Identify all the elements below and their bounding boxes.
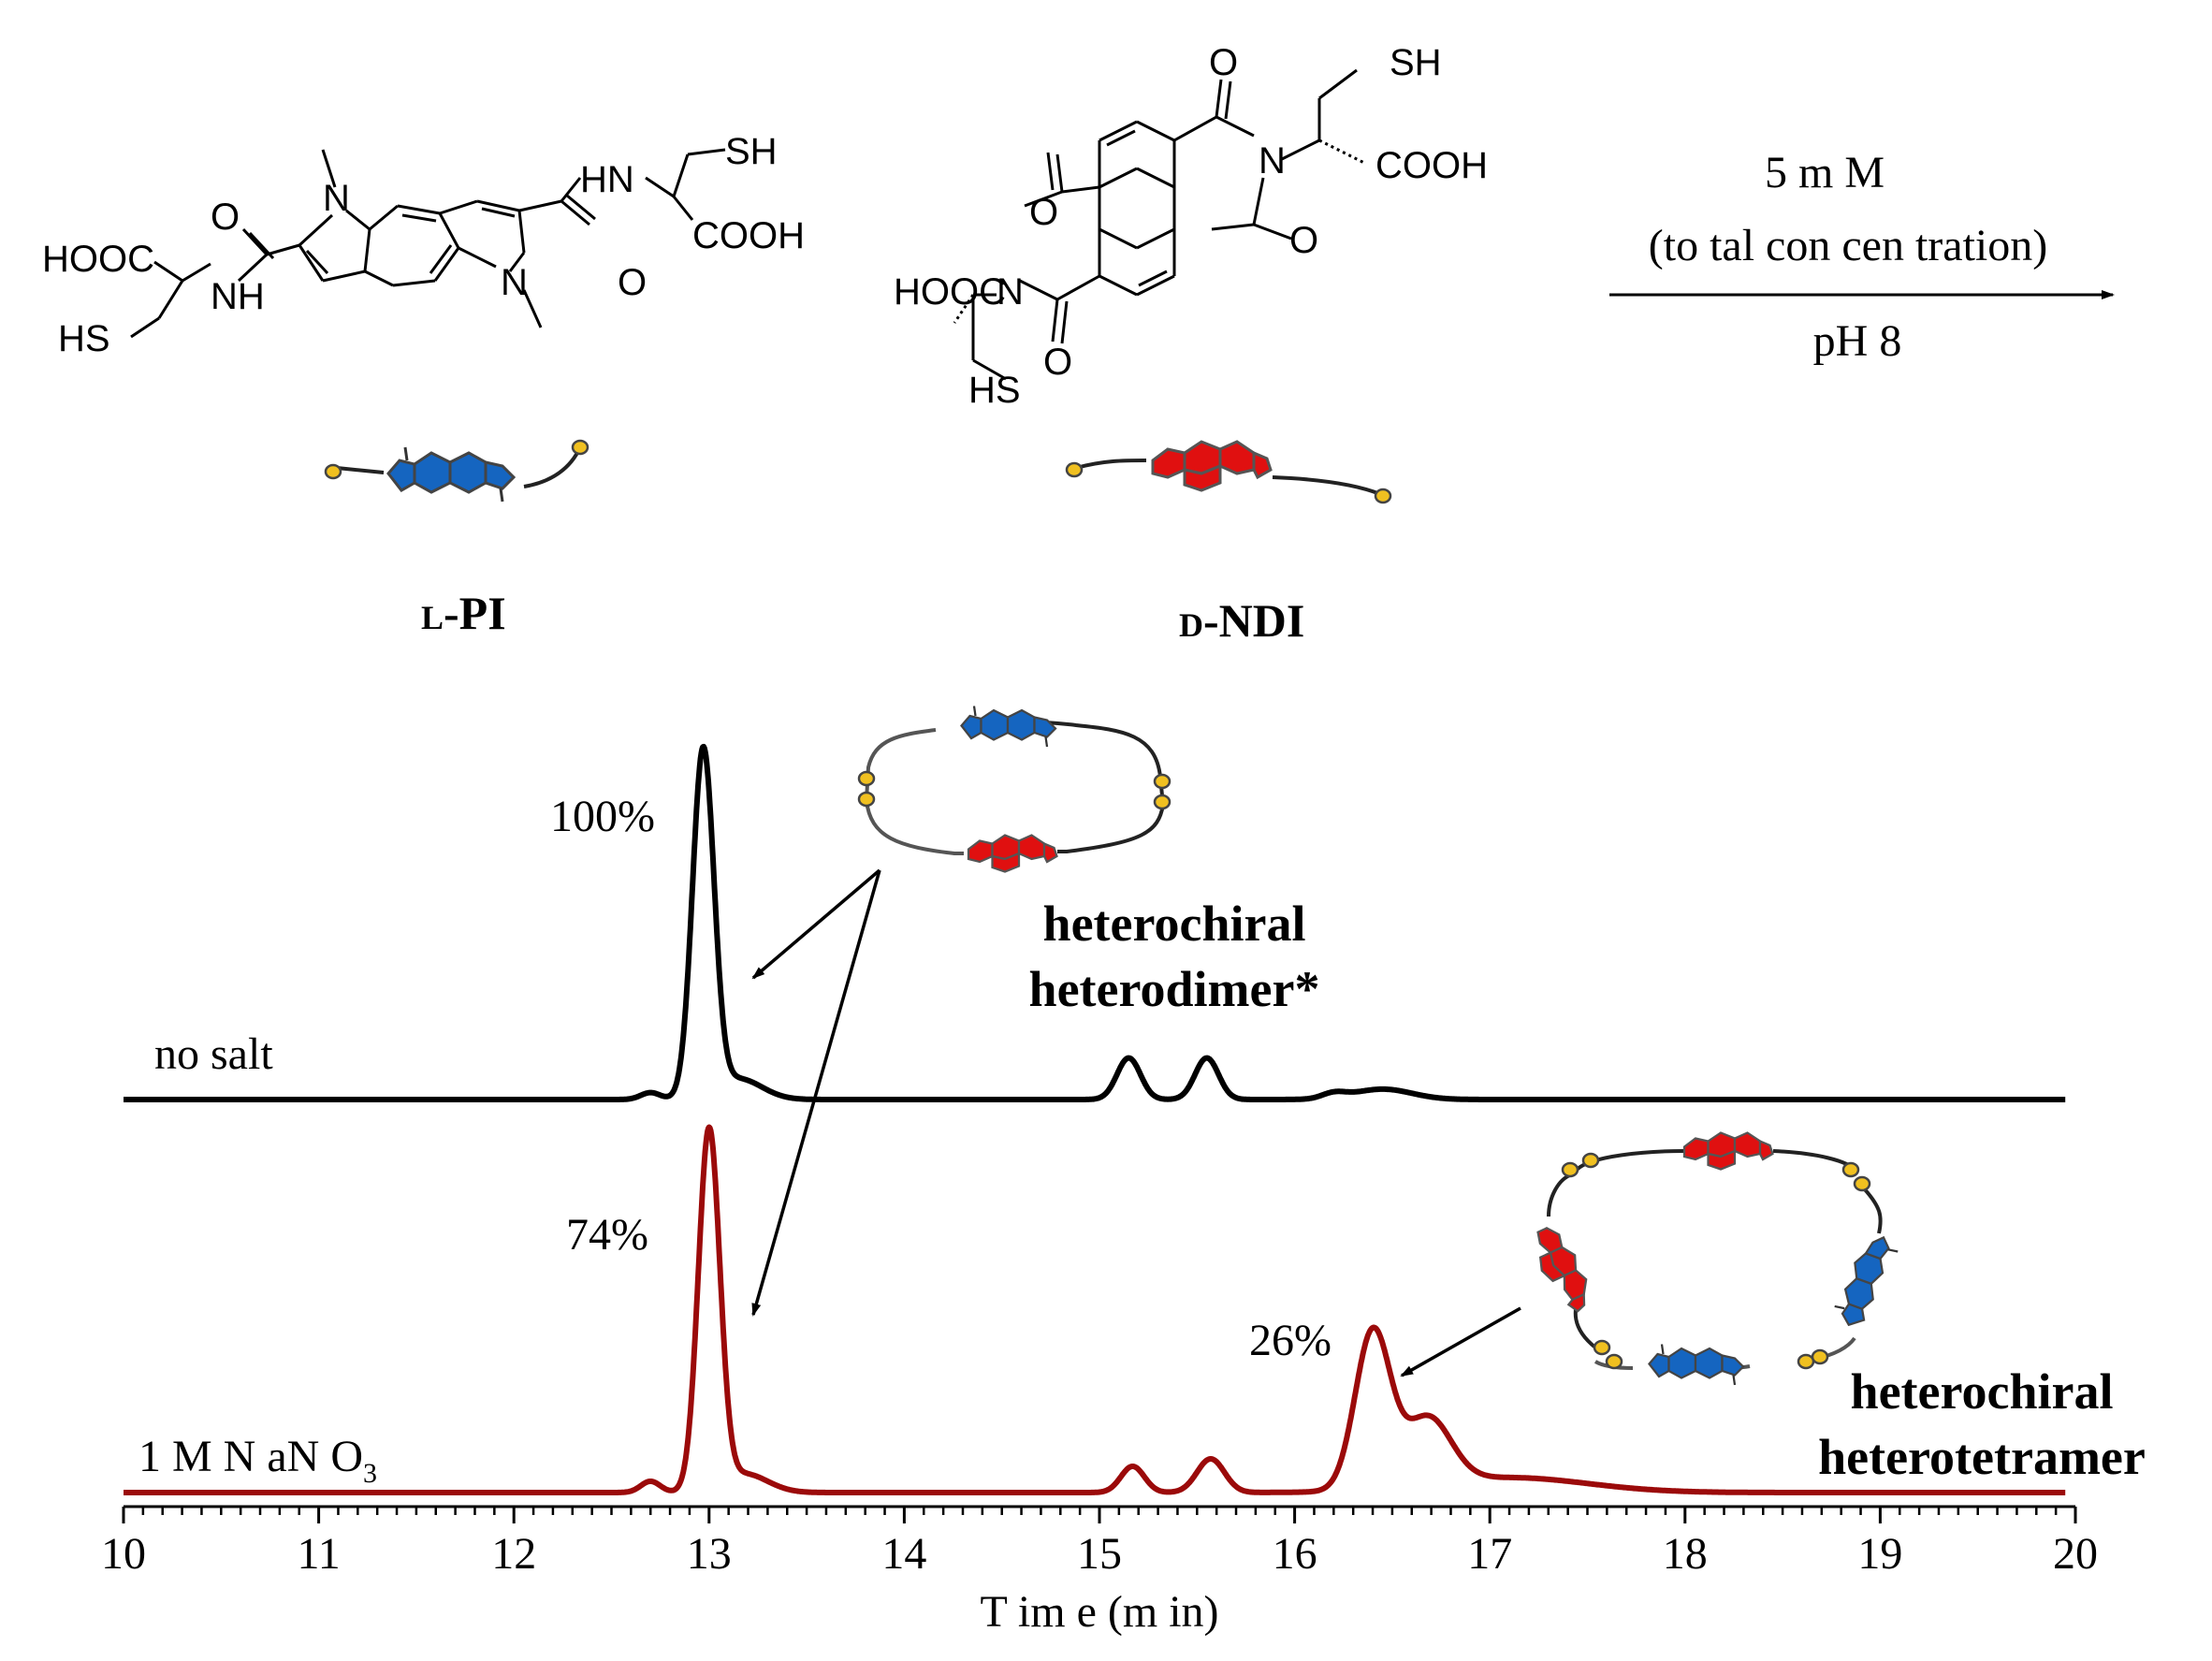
x-tick-label: 18 [1663,1529,1708,1579]
tetramer-label-line1: heterochiral [1851,1363,2114,1420]
x-axis: 10 11 12 13 14 15 16 17 18 19 20 T im e (m in) [101,1505,2098,1637]
d-ndi-atom-o3: O [1029,192,1058,233]
arrow-dimer-to-peak1 [751,868,881,980]
x-tick-label: 20 [2053,1529,2098,1579]
dimer-label-line2: heterodimer* [1029,961,1320,1017]
x-tick-label: 12 [491,1529,536,1579]
d-ndi-atom-o1: O [1209,42,1238,83]
d-ndi-label: D-NDI [1179,594,1304,647]
x-tick-label: 19 [1857,1529,1902,1579]
condition-concentration: 5 m M [1765,148,1885,197]
x-axis-label: T im e (m in) [980,1587,1218,1637]
d-ndi-cartoon [1065,440,1392,504]
l-pi-atom-cooh: COOH [692,215,805,256]
heterodimer-cartoon [857,705,1171,873]
d-ndi-atom-o4: O [1043,342,1072,383]
l-pi-cartoon [324,439,589,503]
x-tick-labels: 10 11 12 13 14 15 16 17 18 19 20 [101,1529,2098,1579]
x-tick-label: 17 [1467,1529,1512,1579]
l-pi-atom-o2: O [618,262,647,303]
trace-no-salt [121,743,2068,1102]
d-ndi-atom-hs: HS [968,370,1021,411]
x-tick-label: 16 [1273,1529,1317,1579]
dimer-label-line1: heterochiral [1043,896,1306,952]
l-pi-label: L-PI [421,587,506,639]
l-pi-atom-hooc: HOOC [42,239,154,280]
x-tick-label: 10 [101,1529,146,1579]
d-ndi-bonds [953,68,1367,381]
d-ndi-atom-n-bot: N [997,271,1024,313]
d-ndi-atom-sh: SH [1390,42,1442,83]
d-ndi-atom-n-top: N [1259,140,1286,182]
condition-ph: pH 8 [1813,316,1902,366]
arrow-dimer-to-peak2 [751,869,881,1317]
l-pi-atom-n2: N [501,262,528,303]
condition-total-concentration: (to tal con cen tration) [1649,221,2048,270]
x-ticks [122,1507,2077,1523]
l-pi-atom-nh: NH [211,276,265,317]
d-ndi-atom-cooh: COOH [1375,145,1488,186]
tetramer-label-line2: heterotetramer [1818,1429,2146,1485]
x-tick-label: 11 [297,1529,340,1579]
molecule-l-pi: HOOC NH HS O N N HN O SH COOH [42,131,805,359]
d-ndi-atom-hooc: HOOC [894,271,1006,313]
reaction-conditions: 5 m M (to tal con cen tration) pH 8 [1609,148,2115,366]
molecule-d-ndi: SH O N COOH O O HOOC N O HS [894,42,1488,411]
l-pi-atom-hs: HS [58,318,110,359]
l-pi-atom-sh: SH [725,131,778,172]
d-ndi-atom-o2: O [1289,220,1318,261]
peak-label-100: 100% [550,792,655,841]
l-pi-bonds [130,148,726,339]
l-pi-atom-o1: O [211,197,240,238]
peak-label-26: 26% [1249,1316,1332,1365]
x-tick-label: 13 [687,1529,732,1579]
chromatogram: 10 11 12 13 14 15 16 17 18 19 20 T im e (m in) no … [101,705,2146,1637]
heterotetramer-cartoon [1525,1131,1902,1387]
l-pi-atom-n1: N [323,178,350,219]
series-label-nano3: 1 M N aN O3 [138,1432,377,1489]
x-tick-label: 14 [881,1529,926,1579]
arrow-tetramer-to-peak [1400,1306,1521,1377]
peak-label-74: 74% [566,1210,648,1260]
l-pi-atom-hn: HN [580,159,634,200]
series-label-no-salt: no salt [154,1029,273,1079]
trace-nano3 [121,1124,2068,1495]
x-tick-label: 15 [1077,1529,1122,1579]
